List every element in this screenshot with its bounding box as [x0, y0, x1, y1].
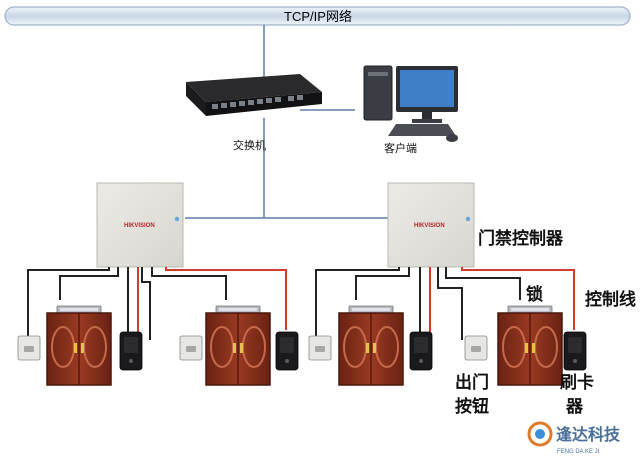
client-computer	[363, 65, 458, 142]
wires-left	[27, 267, 287, 340]
controller-callout: 门禁控制器	[478, 228, 564, 248]
network-switch	[186, 74, 322, 116]
card-reader-2	[275, 331, 299, 371]
switch-label: 交换机	[233, 138, 266, 152]
client-label: 客户端	[384, 141, 417, 155]
door-set-3	[308, 305, 433, 386]
brand-logo: 逢达科技 FENG DA KE JI	[527, 421, 621, 455]
exit-button-1	[17, 335, 41, 361]
logo-name: 逢达科技	[556, 425, 621, 444]
access-controller-1: HIKVISION	[96, 182, 184, 268]
network-bus: TCP/IP网络	[4, 6, 631, 26]
exit-button-2	[179, 335, 203, 361]
wires-right	[315, 267, 575, 340]
network-label: TCP/IP网络	[284, 9, 352, 24]
card-reader-callout-1: 刷卡	[560, 372, 594, 392]
exit-button-callout-1: 出门	[455, 372, 489, 392]
door-3	[338, 312, 404, 386]
door-1	[46, 312, 112, 386]
logo-pinyin: FENG DA KE JI	[557, 449, 600, 455]
card-reader-1	[119, 331, 143, 371]
door-set-2	[179, 305, 299, 386]
exit-button-callout-2: 按钮	[455, 396, 489, 416]
maglock-1	[56, 305, 102, 314]
card-reader-4	[563, 331, 587, 371]
backbone-wires	[185, 25, 388, 219]
card-reader-callout-2: 器	[565, 397, 584, 416]
door-2	[205, 312, 271, 386]
controller-1-brand: HIKVISION	[124, 223, 155, 229]
door-set-1	[17, 305, 143, 386]
maglock-2	[215, 305, 261, 314]
access-controller-2: HIKVISION	[387, 182, 475, 268]
exit-button-3	[308, 335, 332, 361]
maglock-4	[507, 305, 553, 314]
exit-button-4	[464, 335, 488, 361]
controller-2-brand: HIKVISION	[414, 223, 445, 229]
maglock-3	[348, 305, 394, 314]
control-line-callout: 控制线	[585, 289, 636, 309]
card-reader-3	[409, 331, 433, 371]
door-4	[497, 312, 563, 386]
lock-callout: 锁	[526, 284, 543, 304]
